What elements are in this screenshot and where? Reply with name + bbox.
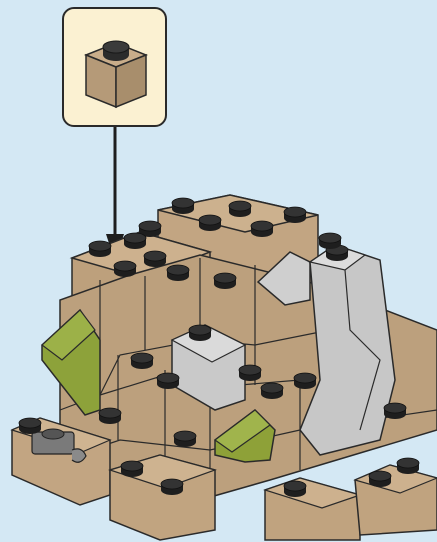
brick-build-illustration xyxy=(0,0,437,542)
